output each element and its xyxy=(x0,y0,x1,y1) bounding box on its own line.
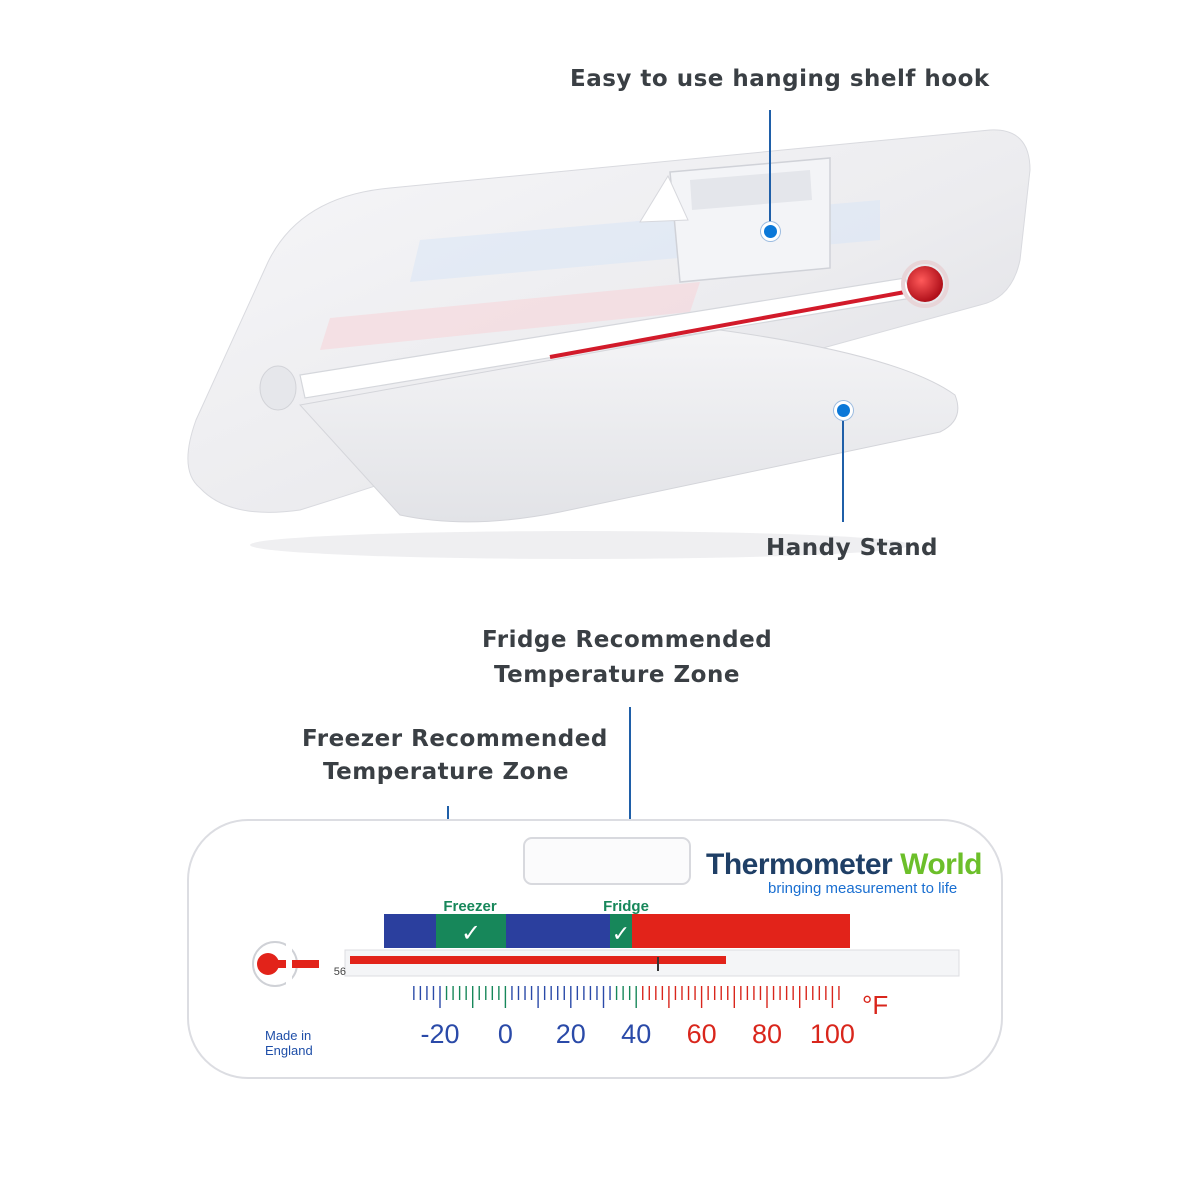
scale-ticks xyxy=(413,986,840,1008)
fridge-check-icon: ✓ xyxy=(612,922,630,947)
fridge-callout-line xyxy=(629,707,631,875)
fridge-zone-callout-line2: Temperature Zone xyxy=(494,662,740,688)
scale-labels: -20 0 20 40 60 80 100 xyxy=(420,1019,854,1049)
thermometer-stand-photo xyxy=(187,129,1031,559)
scale-label: 60 xyxy=(687,1019,717,1049)
hook-hole xyxy=(639,174,689,223)
freezer-recommended-zone xyxy=(436,914,506,948)
front-glass-tube xyxy=(344,949,960,977)
freezer-zone-label: Freezer xyxy=(443,898,497,915)
freezer-zone-callout-line2: Temperature Zone xyxy=(323,759,569,785)
scale-label: -20 xyxy=(420,1019,459,1049)
bulb-slot xyxy=(286,940,292,988)
freezer-zone-callout-line1: Freezer Recommended xyxy=(302,726,608,752)
red-liquid-column xyxy=(549,290,906,359)
fahrenheit-unit: °F xyxy=(862,990,888,1020)
made-in-line2: England xyxy=(265,1043,313,1058)
freezer-blue-zone xyxy=(384,914,850,948)
red-zone-tint xyxy=(320,282,700,350)
freezer-check-icon: ✓ xyxy=(461,919,481,947)
fridge-zone-label: Fridge xyxy=(603,898,649,915)
stand-callout-line xyxy=(842,412,844,522)
glass-tube xyxy=(299,277,913,399)
fridge-callout-dot xyxy=(621,873,640,892)
stand-callout-dot xyxy=(834,401,853,420)
hook-slot-front xyxy=(523,837,691,885)
brand-name-part1: Thermometer xyxy=(706,848,893,881)
brand-tagline: bringing measurement to life xyxy=(768,880,958,897)
hook-callout-dot xyxy=(761,222,780,241)
front-red-column xyxy=(350,956,726,964)
made-in-line1: Made in xyxy=(265,1028,311,1043)
hook-callout-label: Easy to use hanging shelf hook xyxy=(570,66,990,92)
hook-callout-line xyxy=(769,110,771,226)
hook-slot xyxy=(690,170,812,210)
brand-name-part2: World xyxy=(900,848,982,881)
fridge-recommended-zone xyxy=(610,914,632,948)
fridge-zone-callout-line1: Fridge Recommended xyxy=(482,627,773,653)
scale-label: 40 xyxy=(621,1019,651,1049)
bulb-housing xyxy=(901,260,949,308)
plate-shadow xyxy=(250,531,910,559)
above-fridge-red-zone xyxy=(632,914,850,948)
handy-stand xyxy=(299,329,959,523)
front-bulb xyxy=(257,953,279,975)
stand-callout-label: Handy Stand xyxy=(766,535,939,561)
thermometer-bulb xyxy=(907,266,943,302)
scale-label: 100 xyxy=(810,1019,855,1049)
front-bulb-housing xyxy=(252,941,298,987)
scale-label: 80 xyxy=(752,1019,782,1049)
front-bulb-neck xyxy=(277,960,319,968)
tube-end xyxy=(259,365,297,411)
freezer-callout-dot xyxy=(439,873,458,892)
reading-label: 56 xyxy=(334,966,346,978)
scale-label: 20 xyxy=(556,1019,586,1049)
scale-label: 0 xyxy=(498,1019,513,1049)
brand-logo: Thermometer World xyxy=(706,848,982,882)
freezer-callout-line xyxy=(447,806,449,874)
